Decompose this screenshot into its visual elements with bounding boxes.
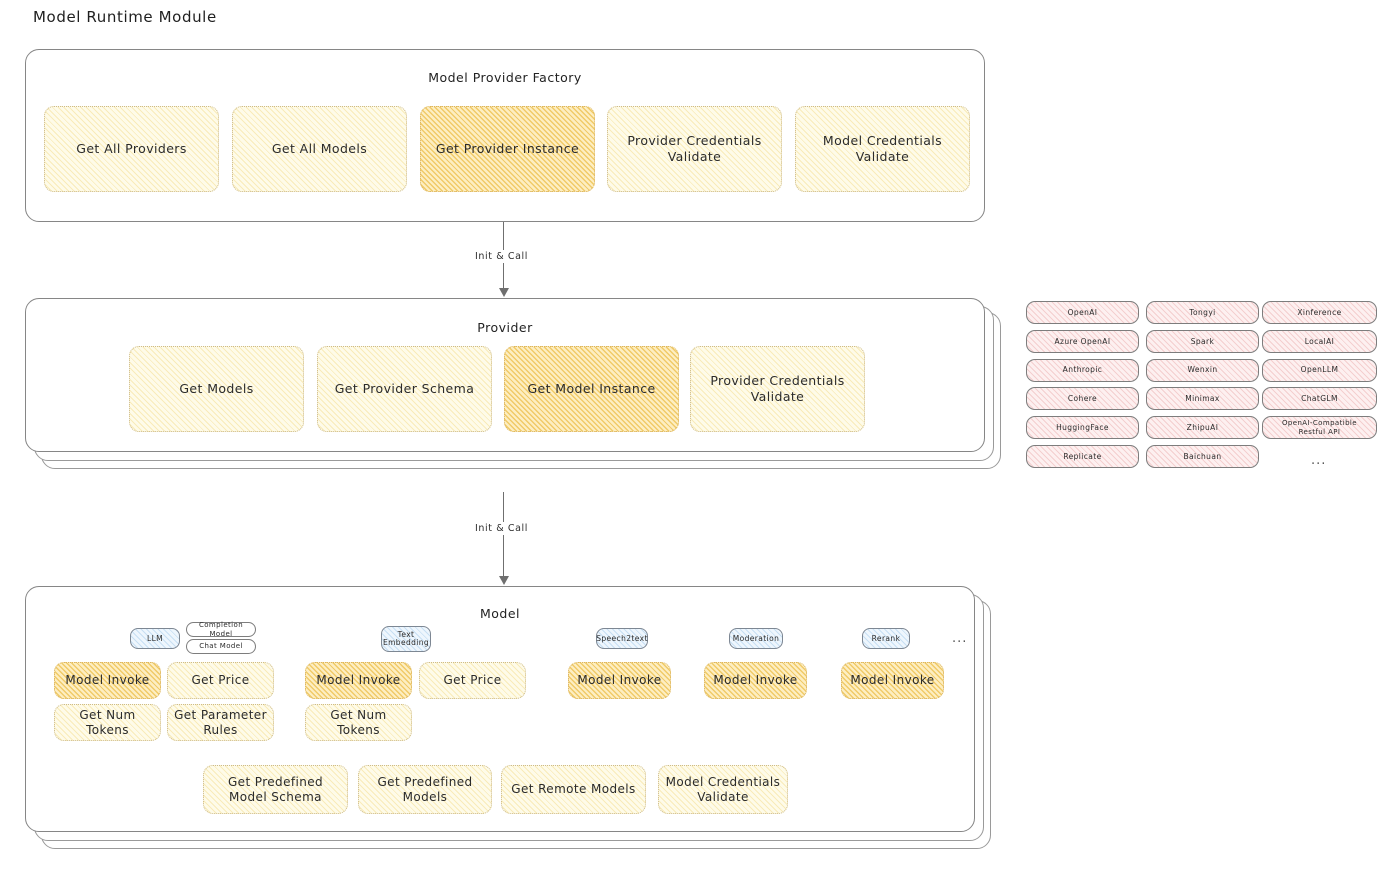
provider-title: Provider [477,320,533,335]
provider-chip-xinference[interactable]: Xinference [1262,301,1377,324]
factory-node-get-all-providers[interactable]: Get All Providers [44,106,219,192]
model-subtype-badge-completion-model[interactable]: Completion Model [186,621,256,638]
model-types-ellipsis: ... [952,631,968,646]
provider-chip-openai[interactable]: OpenAI [1026,301,1139,324]
provider-chip-azure-openai[interactable]: Azure OpenAI [1026,329,1139,353]
model-op-text-embedding-get-price[interactable]: Get Price [419,662,526,699]
provider-chip-minimax[interactable]: Minimax [1146,387,1259,411]
model-title: Model [479,606,521,621]
provider-chip-chatglm[interactable]: ChatGLM [1262,387,1377,411]
arrow-head-icon [498,576,509,585]
factory-node-provider-credentials-validate[interactable]: Provider Credentials Validate [607,106,782,192]
model-op-text-embedding-model-invoke[interactable]: Model Invoke [305,662,412,699]
model-common-op-get-remote-models[interactable]: Get Remote Models [501,765,646,814]
provider-node-provider-credentials-validate[interactable]: Provider Credentials Validate [690,346,865,432]
provider-chip-localai[interactable]: LocalAI [1262,329,1377,353]
model-common-op-get-predefined-models[interactable]: Get Predefined Models [358,765,492,814]
model-op-moderation-model-invoke[interactable]: Model Invoke [704,662,807,699]
provider-chip-huggingface[interactable]: HuggingFace [1026,416,1139,440]
provider-chip-spark[interactable]: Spark [1146,329,1259,353]
model-type-badge-speech2text[interactable]: Speech2text [596,628,648,649]
model-subtype-badge-chat-model[interactable]: Chat Model [186,639,256,654]
factory-node-model-credentials-validate[interactable]: Model Credentials Validate [795,106,970,192]
arrow-head-icon [498,288,509,297]
page-title: Model Runtime Module [33,8,217,26]
provider-node-get-models[interactable]: Get Models [129,346,304,432]
provider-chip-cohere[interactable]: Cohere [1026,387,1139,411]
model-common-op-get-predefined-model-schema[interactable]: Get Predefined Model Schema [203,765,348,814]
provider-chip-baichuan[interactable]: Baichuan [1146,445,1259,468]
model-op-text-embedding-get-num-tokens[interactable]: Get Num Tokens [305,704,412,741]
model-op-llm-get-num-tokens[interactable]: Get Num Tokens [54,704,161,741]
factory-node-get-all-models[interactable]: Get All Models [232,106,407,192]
model-type-badge-rerank[interactable]: Rerank [862,628,910,649]
provider-chip-zhipuai[interactable]: ZhipuAI [1146,416,1259,440]
model-op-speech2text-model-invoke[interactable]: Model Invoke [568,662,671,699]
provider-chip-tongyi[interactable]: Tongyi [1146,301,1259,324]
provider-chip-openai-compatible-restful-api[interactable]: OpenAI-Compatible Restful API [1262,416,1377,440]
provider-chip-openllm[interactable]: OpenLLM [1262,358,1377,382]
model-provider-factory-title: Model Provider Factory [428,70,582,85]
arrow-label-init-call-1: Init & Call [471,250,532,263]
model-op-llm-get-parameter-rules[interactable]: Get Parameter Rules [167,704,274,741]
model-op-rerank-model-invoke[interactable]: Model Invoke [841,662,944,699]
provider-chip-wenxin[interactable]: Wenxin [1146,358,1259,382]
provider-chip-anthropic[interactable]: Anthropic [1026,358,1139,382]
provider-node-get-provider-schema[interactable]: Get Provider Schema [317,346,492,432]
model-type-badge-text-embedding[interactable]: Text Embedding [381,626,431,652]
provider-chip-replicate[interactable]: Replicate [1026,445,1139,468]
model-op-llm-model-invoke[interactable]: Model Invoke [54,662,161,699]
model-type-badge-moderation[interactable]: Moderation [729,628,783,649]
provider-list-ellipsis: ... [1311,453,1327,468]
factory-node-get-provider-instance[interactable]: Get Provider Instance [420,106,595,192]
model-type-badge-llm[interactable]: LLM [130,628,180,649]
model-op-llm-get-price[interactable]: Get Price [167,662,274,699]
arrow-label-init-call-2: Init & Call [471,522,532,535]
provider-node-get-model-instance[interactable]: Get Model Instance [504,346,679,432]
model-common-op-model-credentials-validate[interactable]: Model Credentials Validate [658,765,788,814]
